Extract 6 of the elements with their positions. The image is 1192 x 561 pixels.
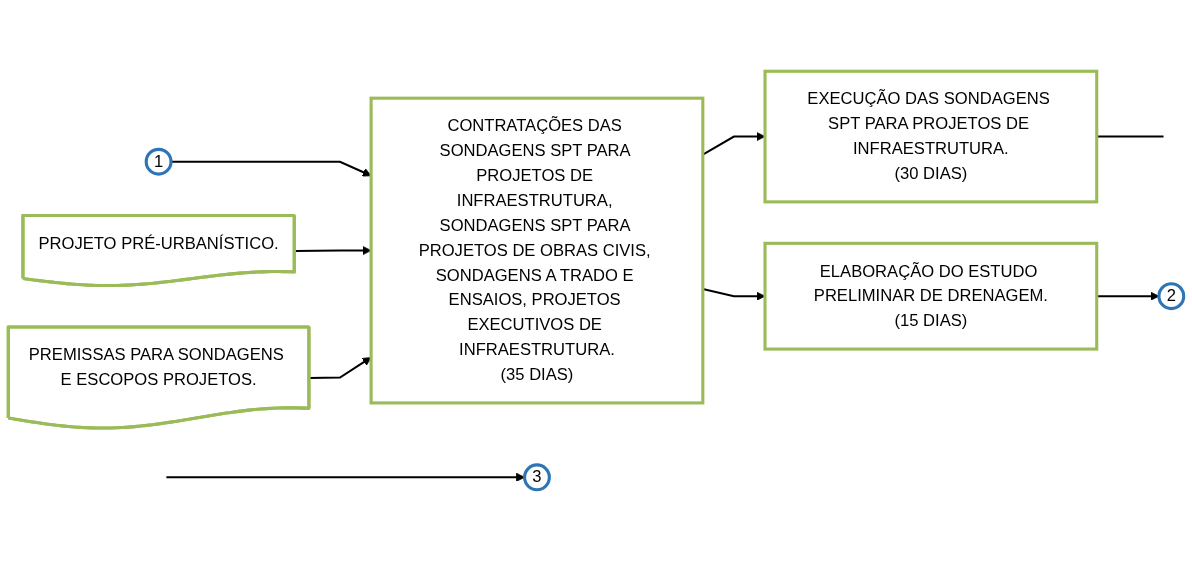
node-circle: 2 [1157, 282, 1186, 311]
node-box: ELABORAÇÃO DO ESTUDO PRELIMINAR DE DRENAGEM. (15 DIAS) [763, 241, 1099, 351]
node-box: CONTRATAÇÕES DAS SONDAGENS SPT PARA PROJETOS DE INFRAESTRUTURA, SONDAGENS SPT PARA PROJETOS DE OBRAS CIVIS, SONDAGENS A TRADO E ENSAIOS, PROJETOS EXECUTIVOS DE INFRAESTRUTURA. (35 DIAS) [369, 96, 705, 405]
node-circle: 3 [523, 463, 551, 492]
node-circle: 1 [144, 147, 173, 176]
node-box: EXECUÇÃO DAS SONDAGENS SPT PARA PROJETOS DE INFRAESTRUTURA. (30 DIAS) [763, 69, 1099, 204]
